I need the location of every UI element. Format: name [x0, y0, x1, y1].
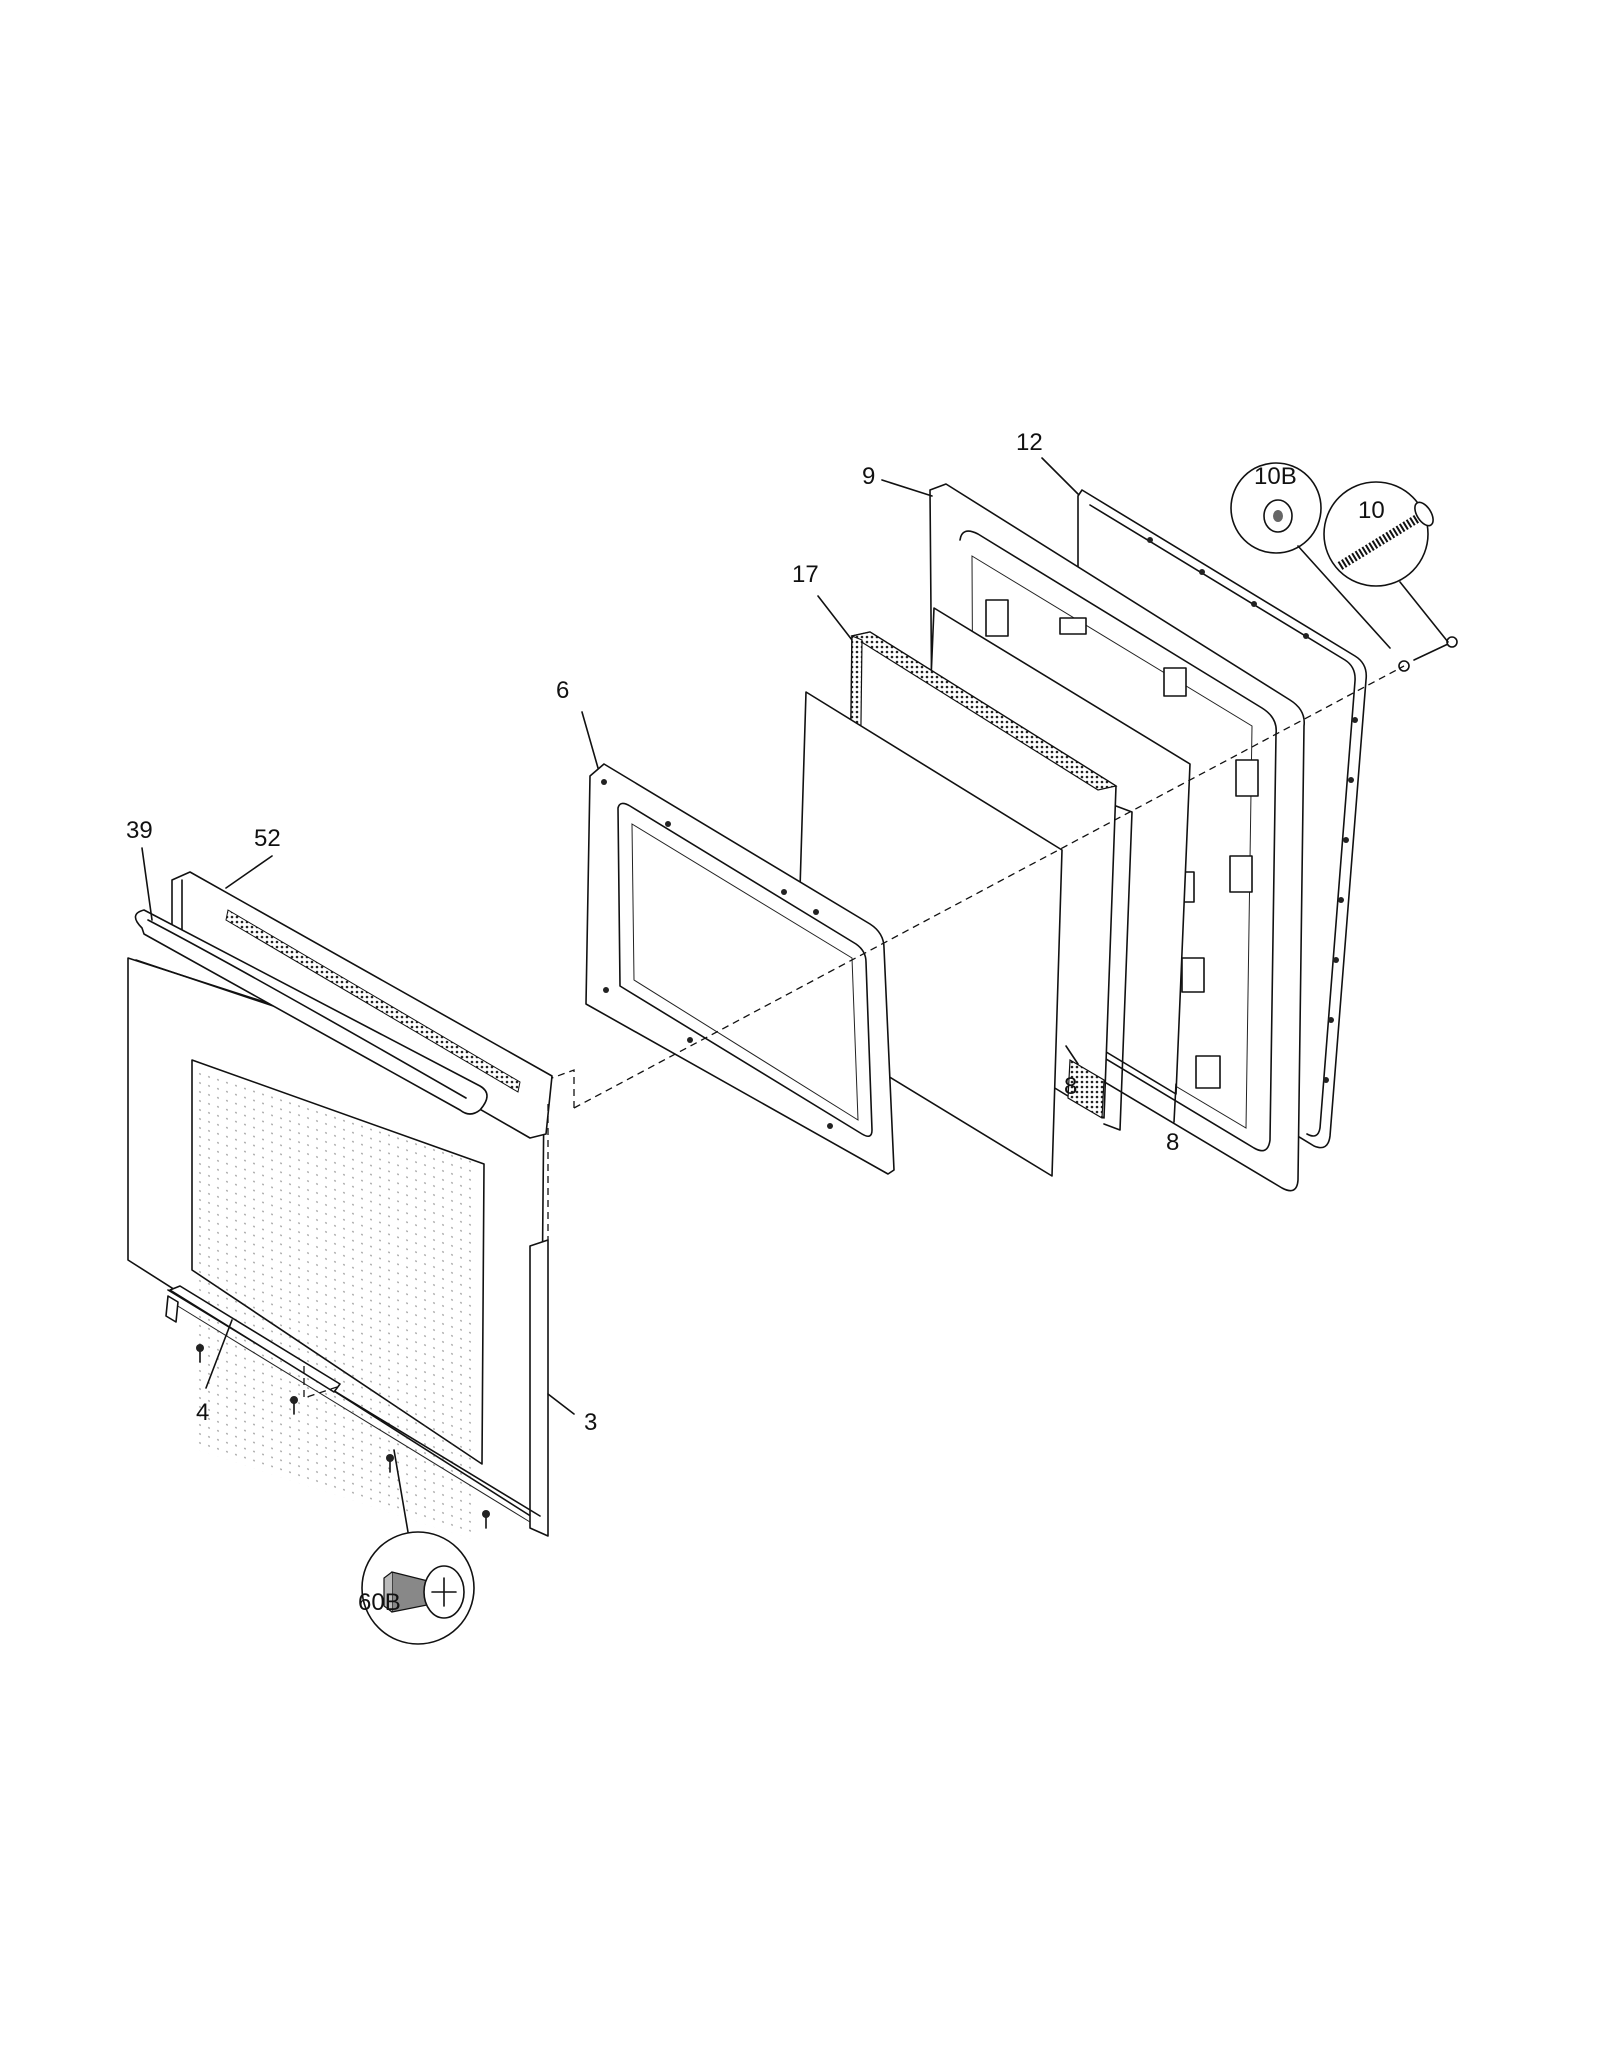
callout-4: 4 [196, 1399, 209, 1426]
callout-3: 3 [584, 1409, 597, 1436]
part-6-glass-frame [585, 763, 895, 1175]
bottom-screws [196, 1344, 490, 1529]
detail-bubble-10b [1230, 462, 1391, 649]
leader-lines [141, 457, 1177, 1415]
callout-9: 9 [862, 463, 875, 490]
detail-bubble-60b [361, 1449, 475, 1645]
hinge-screw-assembly [1398, 636, 1458, 672]
screw-icon [290, 1396, 298, 1415]
detail-bubble-10 [1323, 481, 1449, 643]
callout-60b: 60B [358, 1589, 401, 1616]
callout-8-rear: 8 [1166, 1129, 1179, 1156]
callout-labels: 39 52 6 17 9 12 10B 10 8 8 4 3 60B [126, 429, 1385, 1616]
screw-icon [482, 1510, 490, 1529]
callout-10: 10 [1358, 497, 1385, 524]
callout-17: 17 [792, 561, 819, 588]
callout-8-front: 8 [1064, 1073, 1077, 1100]
callout-52: 52 [254, 825, 281, 852]
callout-10b: 10B [1254, 463, 1297, 490]
assembly-guide-lines [303, 665, 1405, 1399]
part-39-handle [134, 909, 488, 1115]
part-4-bottom-trim [165, 1285, 341, 1393]
callout-6: 6 [556, 677, 569, 704]
screw-icon [386, 1454, 394, 1473]
callout-39: 39 [126, 817, 153, 844]
screw-icon [196, 1344, 204, 1363]
callout-12: 12 [1016, 429, 1043, 456]
